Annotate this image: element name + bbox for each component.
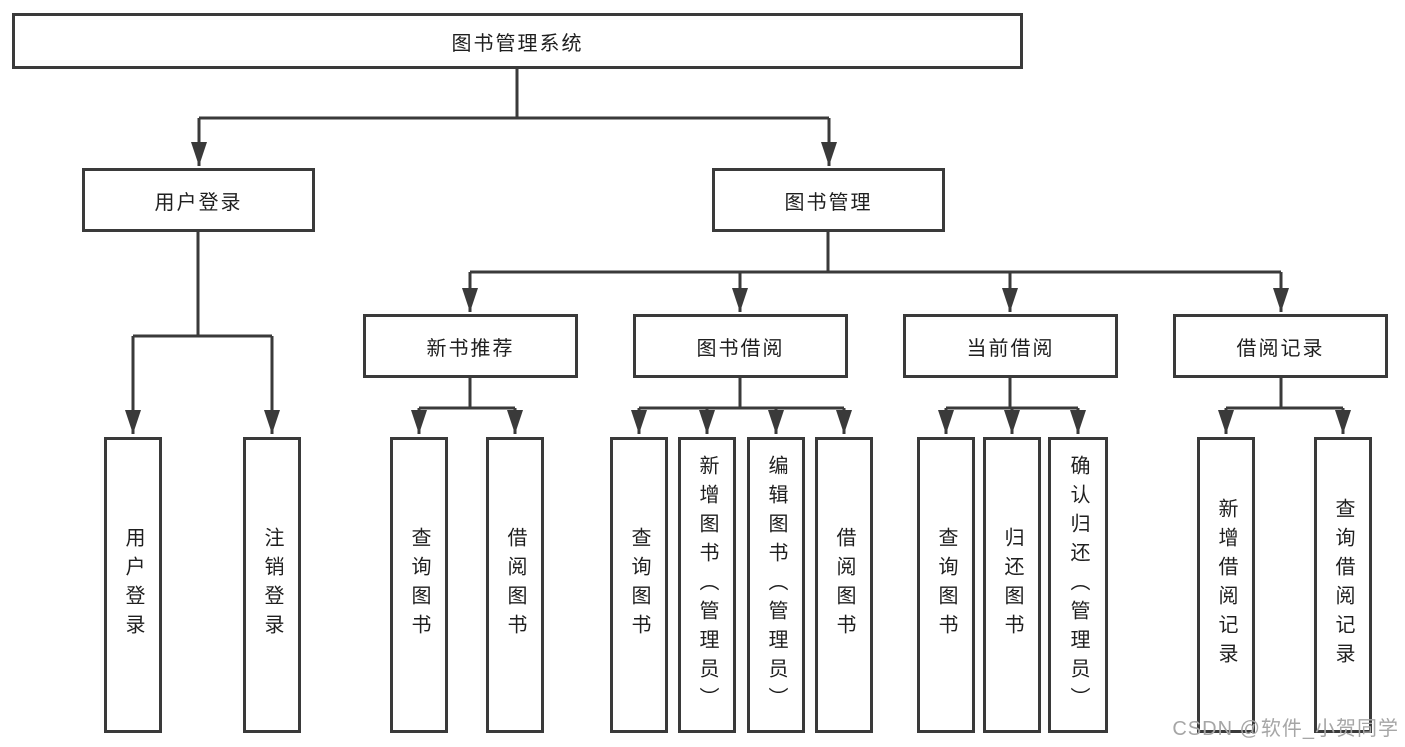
node-root: 图书管理系统 (12, 13, 1023, 69)
leaf-edit-books-admin: 编辑图书（管理员） (747, 437, 805, 733)
node-label: 图书管理 (784, 191, 873, 214)
leaf-label: 用户登录 (122, 527, 144, 643)
leaf-query-books-3: 查询图书 (917, 437, 975, 733)
leaf-label: 新增图书（管理员） (696, 454, 718, 716)
leaf-query-books-1: 查询图书 (390, 437, 448, 733)
leaf-label: 确认归还（管理员） (1067, 454, 1089, 716)
leaf-label: 注销登录 (261, 527, 283, 643)
node-label: 新书推荐 (426, 337, 515, 360)
leaf-label: 借阅图书 (504, 527, 526, 643)
leaf-logout: 注销登录 (243, 437, 301, 733)
leaf-label: 编辑图书（管理员） (765, 454, 787, 716)
leaf-query-books-2: 查询图书 (610, 437, 668, 733)
leaf-return-books: 归还图书 (983, 437, 1041, 733)
leaf-borrow-books-1: 借阅图书 (486, 437, 544, 733)
leaf-label: 查询图书 (408, 527, 430, 643)
node-borrow-record: 借阅记录 (1173, 314, 1388, 378)
node-label: 图书借阅 (696, 337, 785, 360)
leaf-add-books-admin: 新增图书（管理员） (678, 437, 736, 733)
leaf-query-borrow-record: 查询借阅记录 (1314, 437, 1372, 733)
node-label: 借阅记录 (1236, 337, 1325, 360)
leaf-label: 归还图书 (1001, 527, 1023, 643)
node-book-borrow: 图书借阅 (633, 314, 848, 378)
leaf-confirm-return-admin: 确认归还（管理员） (1048, 437, 1108, 733)
node-label: 用户登录 (154, 191, 243, 214)
node-user-login: 用户登录 (82, 168, 315, 232)
node-new-book-recommend: 新书推荐 (363, 314, 578, 378)
leaf-label: 新增借阅记录 (1215, 498, 1237, 672)
node-label: 当前借阅 (966, 337, 1055, 360)
leaf-borrow-books-2: 借阅图书 (815, 437, 873, 733)
node-current-borrow: 当前借阅 (903, 314, 1118, 378)
leaf-user-login: 用户登录 (104, 437, 162, 733)
node-root-label: 图书管理系统 (451, 32, 584, 55)
leaf-add-borrow-record: 新增借阅记录 (1197, 437, 1255, 733)
leaf-label: 查询图书 (628, 527, 650, 643)
leaf-label: 查询图书 (935, 527, 957, 643)
leaf-label: 查询借阅记录 (1332, 498, 1354, 672)
edge-group (125, 69, 1351, 434)
leaf-label: 借阅图书 (833, 527, 855, 643)
node-book-management: 图书管理 (712, 168, 945, 232)
